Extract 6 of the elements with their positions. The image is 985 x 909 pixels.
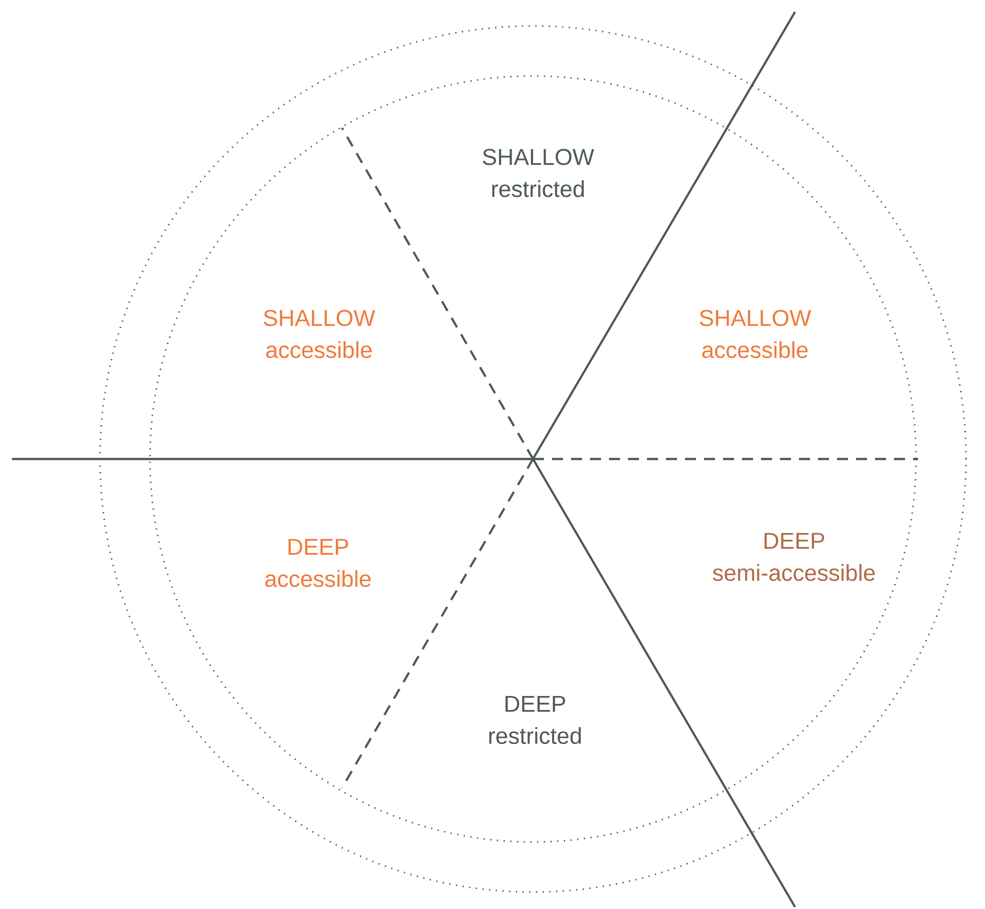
- sector-label: DEEP accessible: [265, 538, 371, 587]
- sector-label: DEEP restricted: [489, 696, 581, 744]
- sector-label: SHALLOW accessible: [700, 310, 812, 358]
- sector-label: SHALLOW accessible: [264, 310, 376, 358]
- sector-label: DEEP semi-accessible: [712, 532, 875, 581]
- sector-label: SHALLOW restricted: [482, 148, 594, 198]
